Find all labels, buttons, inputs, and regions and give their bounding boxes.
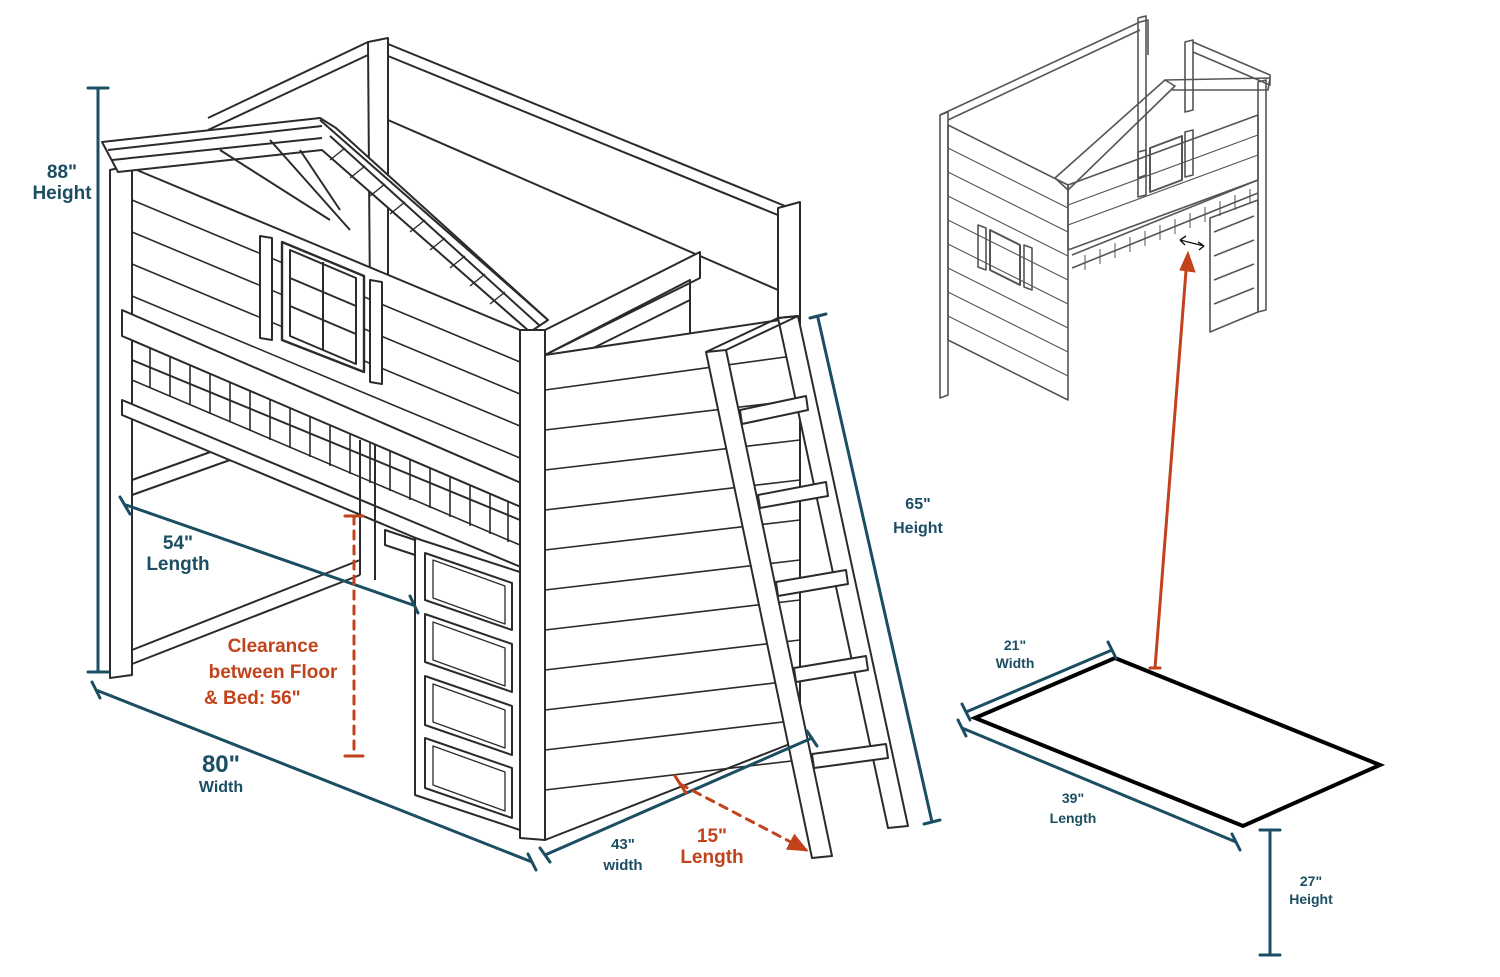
desk-height-value: 27" bbox=[1299, 873, 1323, 889]
overall-width-value: 80" bbox=[201, 751, 241, 778]
ladder-length-value: 15" bbox=[696, 826, 728, 847]
overall-height-label: 88" Height bbox=[22, 162, 102, 205]
under-length-label: 54" Length bbox=[138, 533, 218, 576]
under-length-value: 54" bbox=[162, 533, 194, 554]
clearance-lines bbox=[343, 250, 1196, 852]
ladder-height-value: 65" bbox=[905, 496, 931, 513]
ladder-length-label: 15" Length bbox=[670, 826, 754, 869]
desk-top-outline bbox=[969, 655, 1386, 829]
ladder-height-label: 65" Height bbox=[878, 493, 958, 541]
desk-height-label: 27" Height bbox=[1276, 872, 1346, 908]
rear-view-drawing bbox=[939, 15, 1271, 401]
desk-length-label: 39" Length bbox=[1038, 789, 1108, 828]
dimension-lines bbox=[86, 86, 1282, 957]
clearance-line-2: between Floor bbox=[208, 662, 338, 684]
under-length-unit: Length bbox=[146, 554, 210, 576]
ladder-height-unit: Height bbox=[893, 520, 943, 537]
desk-length-value: 39" bbox=[1061, 790, 1085, 806]
main-bed-drawing bbox=[101, 37, 909, 859]
overall-width-unit: Width bbox=[198, 778, 244, 796]
clearance-label: Clearance between Floor & Bed: 56" bbox=[198, 634, 348, 713]
ladder-length-unit: Length bbox=[680, 847, 744, 869]
desk-width-value: 21" bbox=[1003, 637, 1027, 653]
depth-width-unit: width bbox=[603, 857, 643, 874]
overall-height-unit: Height bbox=[32, 183, 92, 205]
clearance-line-3: & Bed: 56" bbox=[204, 688, 301, 710]
desk-length-unit: Length bbox=[1049, 809, 1097, 826]
desk-width-unit: Width bbox=[995, 655, 1035, 672]
desk-width-label: 21" Width bbox=[980, 636, 1050, 672]
desk-height-unit: Height bbox=[1289, 891, 1333, 908]
clearance-line-1: Clearance bbox=[227, 636, 319, 657]
depth-width-label: 43" width bbox=[588, 834, 658, 876]
overall-height-value: 88" bbox=[46, 162, 78, 183]
overall-width-label: 80" Width bbox=[180, 751, 262, 797]
depth-width-value: 43" bbox=[611, 836, 635, 853]
